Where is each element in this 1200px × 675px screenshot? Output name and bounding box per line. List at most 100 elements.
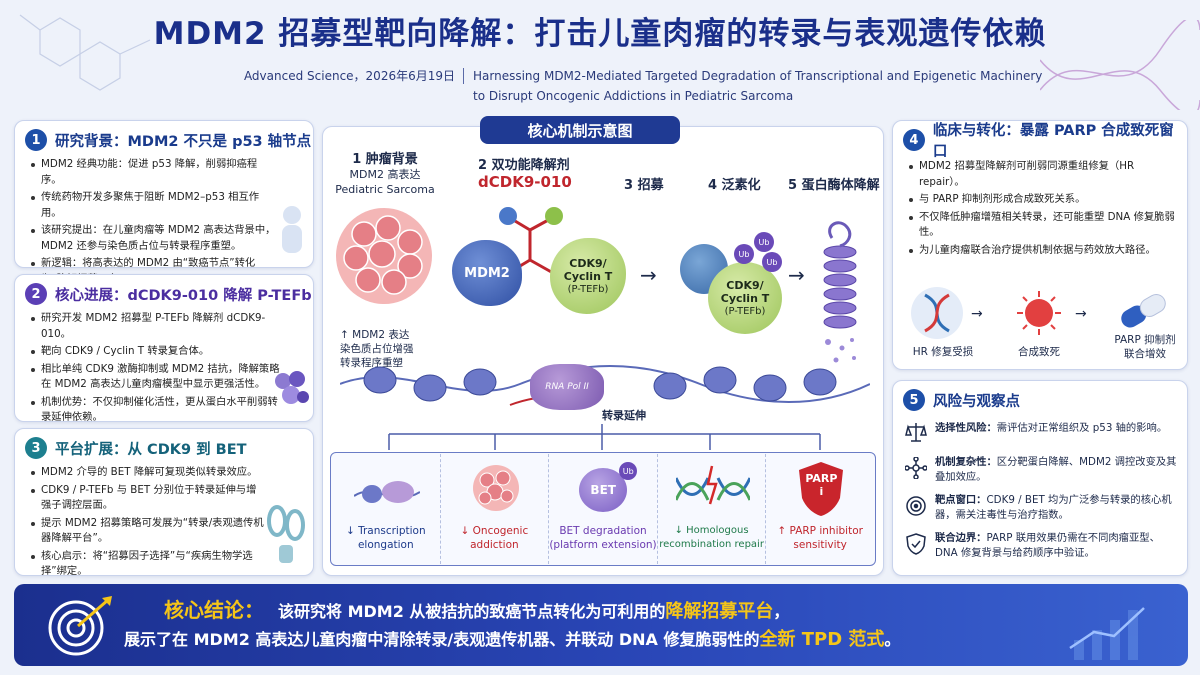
step-number-badge: 2 [25,283,47,305]
flow-line: PARP 抑制剂 [1114,334,1176,346]
flow-label: PARP 抑制剂联合增效 [1101,333,1189,361]
list-item: MDM2 介导的 BET 降解可复现类似转录效应。 [31,465,266,481]
side-note-line: 转录程序重塑 [340,357,403,369]
cdk9-label: Cyclin T [720,291,770,305]
page-title: MDM2 招募型靶向降解：打击儿童肉瘤的转录与表观遗传依赖 [153,16,1047,52]
bet-label: BET [590,483,616,497]
list-item: 研究开发 MDM2 招募型 P-TEFb 降解剂 dCDK9-010。 [31,311,281,342]
outcome-line: sensitivity [793,539,847,551]
shield-icon [906,533,926,555]
conclusion-segment: ， [773,602,790,621]
side-note: ↑ MDM2 表达 染色质占位增强 转录程序重塑 [340,328,440,370]
outcome-line: BET degradation [559,525,647,537]
step-number-badge: 5 [903,389,925,411]
outcome-line: ↑ PARP inhibitor [777,525,863,537]
cdk9-label: (P-TEFb) [724,305,766,317]
mechanism-title-banner: 核心机制示意图 [480,116,680,144]
risk-label: 机制复杂性： [935,456,997,468]
risk-desc: 区分靶蛋白降解、MDM2 调控改变及其叠加效应。 [935,456,1177,483]
panel-progress: 2 核心进展：dCDK9-010 降解 P-TEFb 研究开发 MDM2 招募型… [14,274,314,423]
scale-icon [905,423,927,442]
dna-icon [911,287,963,339]
parp-text: PARP [805,472,838,485]
step-number: 2 [478,158,488,173]
step-2-label: 2 双功能降解剂 dCDK9-010 [478,158,618,190]
list-item: 不仅降低肿瘤增殖相关转录，还可能重塑 DNA 修复脆弱性。 [909,210,1177,241]
arrow-icon: → [971,306,983,322]
outcome-line: ↓ Oncogenic [460,525,529,537]
tumor-cell-cluster-icon [472,465,519,511]
outcome-label: BET degradation(platform extension) [549,524,657,552]
list-item: CDK9 / P-TEFb 与 BET 分别位于转录延伸与增强子调控层面。 [31,483,266,514]
cdk9-protein: CDK9/ Cyclin T (P-TEFb) [550,238,626,314]
flow-label: 合成致死 [1018,346,1060,358]
risk-text: 机制复杂性：区分靶蛋白降解、MDM2 调控改变及其叠加效应。 [935,455,1179,485]
conclusion-segment: 展示了在 MDM2 高表达儿童肉瘤中清除转录/表观遗传机器、并联动 DNA 修复… [124,630,760,649]
list-item: 该研究提出：在儿童肉瘤等 MDM2 高表达背景中，MDM2 还参与染色质占位与转… [31,223,276,254]
cdk9-protein-bound: CDK9/ Cyclin T (P-TEFb) [708,262,782,334]
panel-title: 临床与转化：暴露 PARP 合成致死窗口 [932,123,1174,160]
ubiquitin-tag: Ub [734,244,754,264]
ub-label: Ub [738,249,750,259]
step-number-badge: 4 [903,129,925,151]
network-icon [905,457,927,479]
rna-pol-ii: RNA Pol II [530,364,604,410]
step-1-label: 1 肿瘤背景 MDM2 高表达 Pediatric Sarcoma [330,152,440,197]
ubiquitin-tag: Ub [619,462,638,480]
mdm2-protein: MDM2 [452,240,522,306]
outcome-line: ↓ Homologous [674,525,749,536]
parp-shield-icon [799,462,844,516]
conclusion-segment: 该研究将 MDM2 从被拮抗的致癌节点转化为可利用的 [278,602,666,621]
transcription-icon [354,481,420,503]
outcome-line: recombination repair [659,539,764,550]
bullet-list: MDM2 介导的 BET 降解可复现类似转录效应。 CDK9 / P-TEFb … [31,465,266,582]
risk-desc: 需评估对正常组织及 p53 轴的影响。 [996,422,1168,434]
side-note-line: MDM2 表达 [352,329,410,341]
risk-text: 选择性风险：需评估对正常组织及 p53 轴的影响。 [935,421,1179,436]
ub-label: Ub [766,257,778,267]
journal-date: Advanced Science，2026年6月19日 [243,69,455,83]
bullet-list: MDM2 经典功能：促进 p53 降解，削弱抑癌程序。 传统药物开发多聚焦于阻断… [31,157,276,289]
list-item: 为儿童肉瘤联合治疗提供机制依据与药效放大路径。 [909,243,1177,259]
tumor-cell-cluster-icon [336,208,432,304]
risk-item: 机制复杂性：区分靶蛋白降解、MDM2 调控改变及其叠加效应。 [905,455,1181,487]
step-title: 肿瘤背景 [365,152,418,167]
conclusion-highlight: 全新 TPD 范式 [759,629,885,650]
elongation-label: 转录延伸 [602,409,646,422]
conclusion-highlight: 降解招募平台 [665,601,774,622]
conclusion-text: 核心结论：该研究将 MDM2 从被拮抗的致癌节点转化为可利用的降解招募平台， 展… [124,596,1044,654]
panel-header: 1 研究背景：MDM2 不只是 p53 轴节点 [25,127,311,153]
step-number-badge: 3 [25,437,47,459]
panel-header: 5 风险与观察点 [903,387,1020,413]
panel-clinical: 4 临床与转化：暴露 PARP 合成致死窗口 MDM2 招募型降解剂可削弱同源重… [892,120,1188,370]
ub-label: Ub [758,237,770,247]
list-item: 传统药物开发多聚焦于阻断 MDM2–p53 相互作用。 [31,190,276,221]
panel-risk: 5 风险与观察点 选择性风险：需评估对正常组织及 p53 轴的影响。 机制复杂性… [892,380,1188,576]
risk-item: 联合边界：PARP 联用效果仍需在不同肉瘤亚型、DNA 修复背景与给药顺序中验证… [905,531,1181,565]
english-title-line-1: Harnessing MDM2-Mediated Targeted Degrad… [473,69,1043,83]
risk-label: 联合边界： [935,532,987,544]
outcome-line: elongation [357,539,414,551]
ub-label: Ub [622,466,634,476]
risk-desc: PARP 联用效果仍需在不同肉瘤亚型、DNA 修复背景与给药顺序中验证。 [935,532,1160,559]
parp-i-text: i [819,485,824,498]
bullet-list: MDM2 招募型降解剂可削弱同源重组修复（HR repair）。 与 PARP … [909,159,1177,260]
risk-text: 靶点窗口：CDK9 / BET 均为广泛参与转录的核心机器，需关注毒性与治疗指数… [935,493,1179,523]
panel-header: 3 平台扩展：从 CDK9 到 BET [25,435,247,461]
synthetic-lethality-icon [1017,291,1061,335]
list-item: 机制优势：不仅抑制催化活性，更从蛋白水平削弱转录延伸依赖。 [31,395,281,426]
bullet-list: 研究开发 MDM2 招募型 P-TEFb 降解剂 dCDK9-010。 靶向 C… [31,311,281,428]
molecule-decoration [19,14,151,91]
cdk9-label: CDK9/ [569,256,607,270]
arrow-icon: → [640,263,657,287]
panel-background: 1 研究背景：MDM2 不只是 p53 轴节点 MDM2 经典功能：促进 p53… [14,120,314,285]
english-title-line-2: to Disrupt Oncogenic Addictions in Pedia… [473,89,794,103]
list-item: MDM2 经典功能：促进 p53 降解，削弱抑癌程序。 [31,157,276,188]
cdk9-label: (P-TEFb) [567,283,609,295]
